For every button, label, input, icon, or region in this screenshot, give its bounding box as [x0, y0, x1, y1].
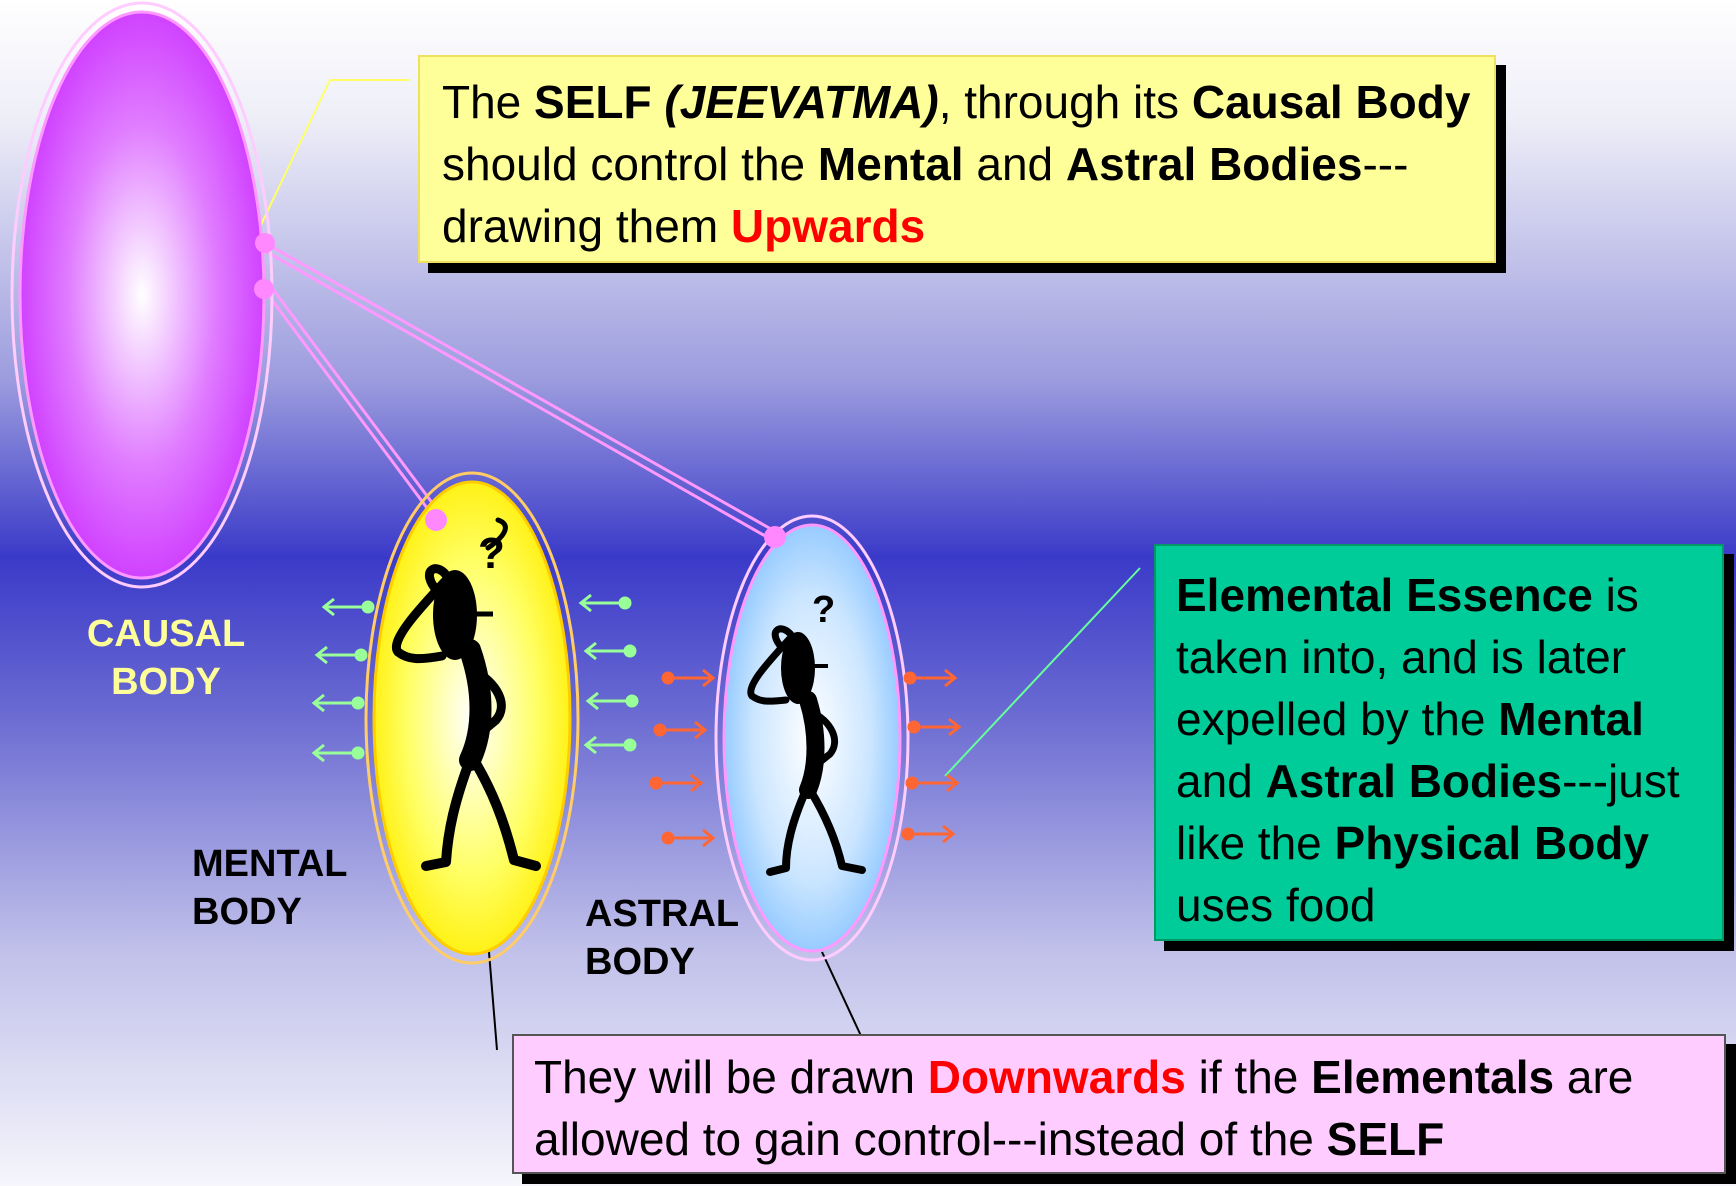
callout-text: , through its — [939, 76, 1192, 128]
astral-bodies-term: Astral Bodies — [1066, 138, 1363, 190]
jeevatma-term: (JEEVATMA) — [652, 76, 939, 128]
outward-arrow — [907, 775, 957, 791]
causal-body-label: CAUSAL BODY — [78, 610, 254, 706]
inward-arrow — [581, 595, 630, 611]
inward-arrows-left — [314, 599, 373, 761]
inward-arrow — [324, 599, 373, 615]
inward-arrow — [588, 693, 637, 709]
self-control-callout: The SELF (JEEVATMA), through its Causal … — [418, 55, 1496, 263]
astral-bodies-term: Astral Bodies — [1266, 755, 1563, 807]
callout-text: should control the — [442, 138, 818, 190]
causal-connectors — [263, 243, 778, 541]
causal-body-term: Causal Body — [1192, 76, 1471, 128]
callout-text: and — [1176, 755, 1266, 807]
astral-question-mark: ? — [812, 589, 835, 631]
inward-arrows-right — [581, 595, 637, 753]
downwards-callout: They will be drawn Downwards if the Elem… — [512, 1034, 1726, 1174]
inward-arrow — [317, 647, 366, 663]
callout-text: and — [964, 138, 1066, 190]
callout-text: uses food — [1176, 879, 1375, 931]
elemental-essence-term: Elemental Essence — [1176, 569, 1593, 621]
outward-arrow — [903, 826, 953, 842]
mental-term: Mental — [1498, 693, 1644, 745]
mental-term: Mental — [818, 138, 964, 190]
outward-arrows-right — [903, 670, 959, 842]
mental-question-mark: ? — [478, 529, 505, 578]
outward-arrow — [663, 670, 713, 686]
self-term: SELF — [534, 76, 652, 128]
self-term: SELF — [1327, 1113, 1445, 1165]
outward-arrow — [651, 775, 701, 791]
mental-body-label: MENTAL BODY — [192, 840, 362, 936]
elemental-essence-callout: Elemental Essence is taken into, and is … — [1154, 544, 1724, 941]
inward-arrow — [314, 745, 363, 761]
outward-arrow — [655, 722, 705, 738]
outward-arrow — [905, 670, 955, 686]
inward-arrow — [314, 695, 363, 711]
inward-arrow — [586, 737, 635, 753]
outward-arrows-left — [651, 670, 713, 846]
upwards-term: Upwards — [731, 200, 925, 252]
elementals-term: Elementals — [1311, 1051, 1554, 1103]
callout-text: if the — [1186, 1051, 1311, 1103]
callout-text: The — [442, 76, 534, 128]
outward-arrow — [663, 830, 713, 846]
inward-arrow — [586, 643, 635, 659]
downwards-term: Downwards — [928, 1051, 1186, 1103]
astral-body-label: ASTRAL BODY — [585, 890, 755, 986]
causal-body-oval — [12, 3, 272, 587]
outward-arrow — [909, 719, 959, 735]
callout-text: They will be drawn — [534, 1051, 928, 1103]
physical-body-term: Physical Body — [1335, 817, 1649, 869]
